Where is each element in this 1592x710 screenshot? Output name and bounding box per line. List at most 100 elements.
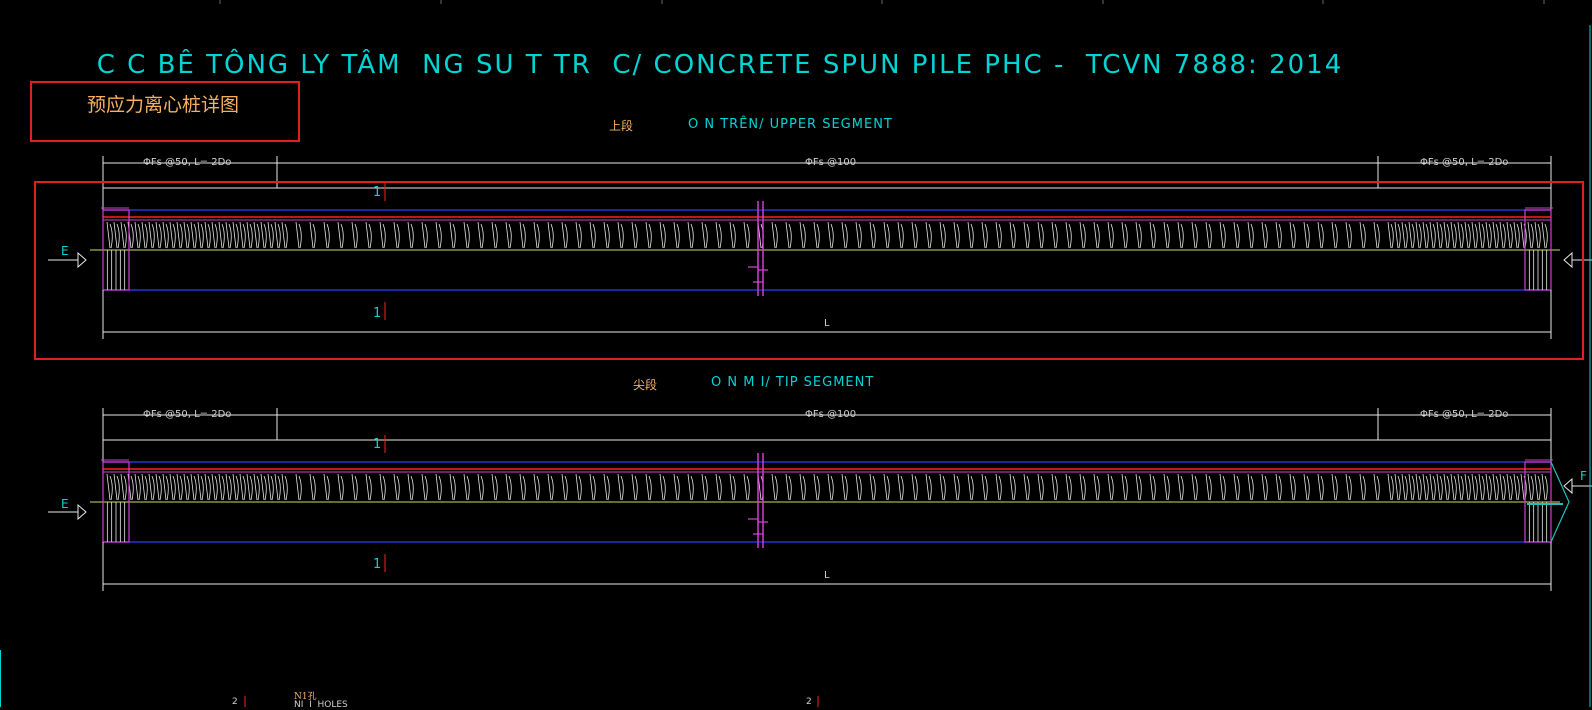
- spiral-hoop: [1191, 221, 1198, 249]
- spiral-hoop: [715, 473, 722, 501]
- spiral-hoop: [225, 221, 232, 249]
- tip-length-label: L: [824, 570, 830, 581]
- spiral-hoop: [1408, 221, 1415, 249]
- spiral-hoop: [323, 473, 330, 501]
- spiral-hoop: [260, 473, 267, 501]
- upper-segment-highlight-box[interactable]: [34, 181, 1584, 360]
- upper-dim-mid: ΦFs @100: [805, 157, 857, 168]
- spiral-hoop: [197, 473, 204, 501]
- spiral-hoop: [771, 473, 778, 501]
- upper-segment-zh-label: 上段: [609, 119, 634, 133]
- spiral-hoop: [729, 221, 736, 249]
- spiral-hoop: [673, 473, 680, 501]
- spiral-hoop: [106, 473, 113, 501]
- spiral-hoop: [1275, 221, 1282, 249]
- annotation-box-label: 预应力离心桩详图: [87, 94, 240, 116]
- spiral-hoop: [939, 221, 946, 249]
- spiral-hoop: [1149, 221, 1156, 249]
- spiral-hoop: [701, 221, 708, 249]
- spiral-hoop: [813, 473, 820, 501]
- footer-zh-note: N1孔: [294, 692, 317, 702]
- spiral-hoop: [659, 473, 666, 501]
- spiral-hoop: [1457, 221, 1464, 249]
- spiral-hoop: [603, 221, 610, 249]
- spiral-hoop: [1219, 221, 1226, 249]
- spiral-hoop: [1457, 473, 1464, 501]
- spiral-hoop: [155, 221, 162, 249]
- spiral-hoop: [232, 473, 239, 501]
- spiral-hoop: [1450, 473, 1457, 501]
- spiral-hoop: [1485, 221, 1492, 249]
- tip-dim-right: ΦFs @50, L= 2Do: [1420, 409, 1509, 420]
- spiral-hoop: [505, 473, 512, 501]
- spiral-hoop: [1506, 473, 1513, 501]
- spiral-hoop: [1478, 473, 1485, 501]
- upper-segment-drawing: [48, 156, 1592, 339]
- spiral-hoop: [1471, 473, 1478, 501]
- spiral-hoop: [883, 473, 890, 501]
- spiral-hoop: [134, 221, 141, 249]
- spiral-hoop: [1331, 221, 1338, 249]
- spiral-hoop: [505, 221, 512, 249]
- spiral-hoop: [799, 221, 806, 249]
- spiral-hoop: [1513, 221, 1520, 249]
- spiral-hoop: [1464, 221, 1471, 249]
- spiral-hoop: [449, 473, 456, 501]
- spiral-hoop: [1233, 473, 1240, 501]
- footer-left-text: NI I HOLES: [294, 700, 348, 710]
- spiral-hoop: [1422, 473, 1429, 501]
- spiral-hoop: [169, 473, 176, 501]
- tip-segment-drawing: [48, 408, 1592, 591]
- spiral-hoop: [463, 473, 470, 501]
- spiral-hoop: [785, 473, 792, 501]
- spiral-hoop: [911, 221, 918, 249]
- spiral-hoop: [1261, 473, 1268, 501]
- tip-arrow-left-label: E: [61, 497, 69, 511]
- spiral-hoop: [190, 473, 197, 501]
- tip-dim-left: ΦFs @50, L= 2Do: [143, 409, 232, 420]
- spiral-hoop: [407, 221, 414, 249]
- spiral-hoop: [701, 473, 708, 501]
- spiral-hoop: [211, 473, 218, 501]
- spiral-hoop: [1401, 473, 1408, 501]
- spiral-hoop: [176, 221, 183, 249]
- spiral-hoop: [337, 221, 344, 249]
- spiral-hoop: [519, 221, 526, 249]
- spiral-hoop: [715, 221, 722, 249]
- annotation-box[interactable]: [30, 81, 300, 142]
- spiral-hoop: [603, 473, 610, 501]
- spiral-hoop: [211, 221, 218, 249]
- spiral-hoop: [561, 221, 568, 249]
- spiral-hoop: [1436, 473, 1443, 501]
- spiral-hoop: [1527, 473, 1534, 501]
- spiral-hoop: [1436, 221, 1443, 249]
- tip-dim-mid: ΦFs @100: [805, 409, 857, 420]
- upper-length-label: L: [824, 318, 830, 329]
- spiral-hoop: [533, 473, 540, 501]
- spiral-hoop: [659, 221, 666, 249]
- tip-segment-zh-label: 尖段: [633, 378, 658, 392]
- spiral-hoop: [547, 473, 554, 501]
- spiral-hoop: [1387, 221, 1394, 249]
- break-symbol: [748, 518, 768, 535]
- spiral-hoop: [869, 221, 876, 249]
- tip-section-mark-bottom: 1: [373, 557, 382, 572]
- spiral-hoop: [1499, 473, 1506, 501]
- spiral-hoop: [925, 473, 932, 501]
- spiral-hoop: [1317, 473, 1324, 501]
- tip-segment-title: O N M I/ TIP SEGMENT: [711, 375, 875, 390]
- spiral-hoop: [393, 473, 400, 501]
- spiral-hoop: [477, 473, 484, 501]
- spiral-hoop: [1163, 221, 1170, 249]
- spiral-hoop: [1492, 473, 1499, 501]
- spiral-hoop: [1541, 221, 1548, 249]
- spiral-hoop: [1023, 473, 1030, 501]
- drawing-title: C C BÊ TÔNG LY TÂM NG SU T TR C/ CONCRET…: [96, 50, 1344, 80]
- spiral-hoop: [1303, 221, 1310, 249]
- spiral-hoop: [1415, 221, 1422, 249]
- spiral-hoop: [631, 221, 638, 249]
- spiral-hoop: [1429, 473, 1436, 501]
- spiral-hoop: [1541, 473, 1548, 501]
- spiral-hoop: [379, 221, 386, 249]
- spiral-hoop: [953, 221, 960, 249]
